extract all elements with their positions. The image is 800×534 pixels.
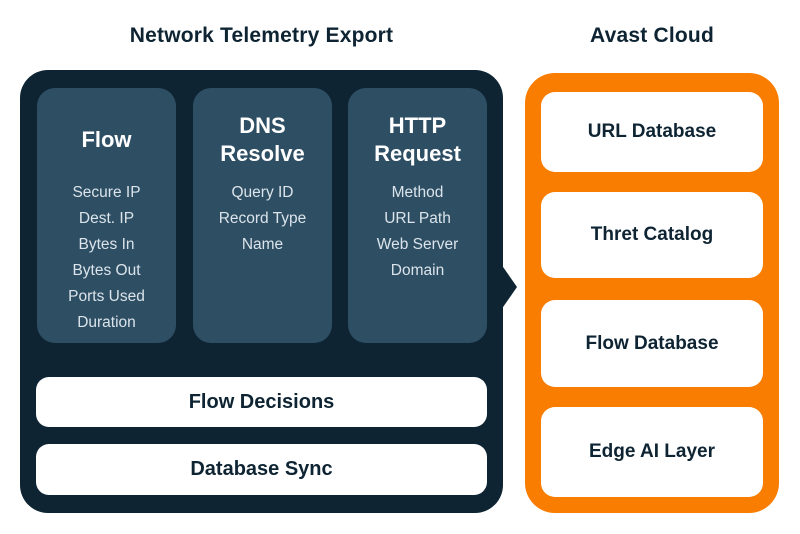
flow-decisions-bar: Flow Decisions: [36, 377, 487, 427]
flow-column-items: Secure IP Dest. IP Bytes In Bytes Out Po…: [47, 180, 166, 336]
flow-column: Flow Secure IP Dest. IP Bytes In Bytes O…: [37, 88, 176, 343]
column-item: Name: [241, 236, 284, 253]
avast-cloud-title: Avast Cloud: [590, 24, 714, 47]
http-request-column-items: Method URL Path Web Server Domain: [358, 180, 477, 284]
thret-catalog-label: Thret Catalog: [590, 224, 714, 245]
flow-decisions-label: Flow Decisions: [188, 390, 335, 413]
network-telemetry-title: Network Telemetry Export: [129, 24, 394, 47]
url-database-label: URL Database: [587, 121, 717, 142]
http-request-column-header: HTTP Request: [374, 113, 461, 166]
flow-column-header: Flow: [81, 127, 132, 152]
network-telemetry-panel: Flow Secure IP Dest. IP Bytes In Bytes O…: [20, 70, 503, 513]
flow-database-label: Flow Database: [585, 332, 719, 354]
dns-resolve-column: DNS Resolve Query ID Record Type Name: [193, 88, 332, 343]
edge-ai-layer-label: Edge AI Layer: [588, 441, 715, 462]
avast-cloud-panel: URL Database Thret Catalog Flow Database…: [525, 73, 779, 513]
column-item: Web Server Domain: [376, 236, 459, 279]
column-item: Record Type: [218, 210, 307, 227]
dns-resolve-column-header: DNS Resolve: [220, 113, 305, 166]
database-sync-bar: Database Sync: [36, 444, 487, 495]
column-item: Secure IP: [72, 184, 141, 201]
connector-arrow-icon: [501, 264, 517, 310]
database-sync-label: Database Sync: [190, 458, 333, 480]
dns-resolve-column-items: Query ID Record Type Name: [203, 180, 322, 258]
column-item: Ports Used: [68, 288, 145, 305]
url-database-box: URL Database: [541, 92, 763, 172]
column-item: Method: [391, 184, 444, 201]
column-item: Duration: [77, 314, 136, 331]
column-item: Dest. IP: [78, 210, 135, 227]
edge-ai-layer-box: Edge AI Layer: [541, 407, 763, 497]
column-item: URL Path: [384, 210, 451, 227]
http-request-column: HTTP Request Method URL Path Web Server …: [348, 88, 487, 343]
flow-database-box: Flow Database: [541, 300, 763, 387]
column-item: Query ID: [231, 184, 294, 201]
thret-catalog-box: Thret Catalog: [541, 192, 763, 278]
column-item: Bytes Out: [72, 262, 141, 279]
column-item: Bytes In: [78, 236, 135, 253]
